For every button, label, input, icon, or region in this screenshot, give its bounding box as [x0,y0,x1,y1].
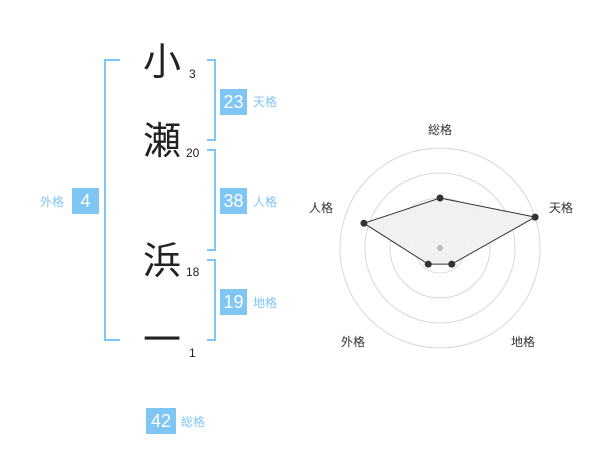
jinkaku-bracket [207,149,216,251]
radar-label-chikaku: 地格 [511,335,536,349]
tenkaku-label: 天格 [253,95,278,109]
jinkaku-label: 人格 [253,195,278,209]
soukaku-label: 総格 [181,415,206,429]
radar-polygon [362,197,537,265]
radar-label-jinkaku: 人格 [309,201,334,215]
radar-ring-4 [339,147,541,349]
name-char-4: 一 [143,318,182,362]
jinkaku-value: 38 [220,188,247,214]
stroke-count-4: 1 [189,346,196,360]
radar-ring-3 [364,172,516,324]
radar-label-gaikaku: 外格 [341,335,366,349]
radar-center [437,245,443,251]
radar-point-3 [424,260,432,268]
gaikaku-value: 4 [72,188,99,214]
stroke-count-1: 3 [189,67,196,81]
stroke-count-3: 18 [186,265,200,279]
radar-label-tenkaku: 天格 [549,201,574,215]
tenkaku-bracket [207,59,216,141]
stroke-count-2: 20 [186,146,200,160]
soukaku-value: 42 [146,408,176,434]
chikaku-bracket [207,259,216,341]
name-char-2: 瀬 [143,119,182,163]
gaikaku-bracket [104,59,120,341]
radar-point-1 [531,213,539,221]
name-char-1: 小 [143,40,182,84]
radar-point-4 [360,219,368,227]
gaikaku-label: 外格 [40,195,65,209]
radar-point-2 [448,260,456,268]
tenkaku-value: 23 [220,89,247,115]
radar-point-0 [436,194,444,202]
chikaku-label: 地格 [253,296,278,310]
chikaku-value: 19 [220,289,247,315]
radar-label-soukaku: 総格 [428,123,453,137]
name-char-3: 浜 [143,239,182,283]
